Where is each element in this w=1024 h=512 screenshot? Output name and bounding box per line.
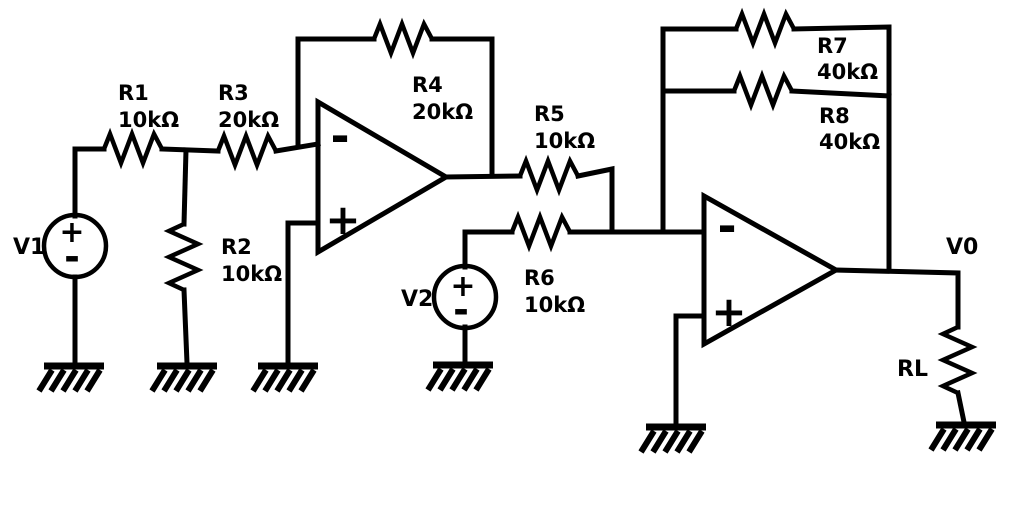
ground-symbol-opamp2 bbox=[641, 427, 706, 452]
r6-zigzag bbox=[509, 210, 572, 253]
r6-value: 10kΩ bbox=[524, 293, 585, 317]
opamp2-triangle bbox=[701, 191, 842, 349]
wire-r2-to-ground bbox=[181, 287, 190, 366]
r2-value: 10kΩ bbox=[221, 262, 282, 286]
r4-zigzag bbox=[371, 17, 434, 60]
r3-name: R3 bbox=[218, 81, 249, 105]
voltage-source-v2: V2 + - bbox=[401, 229, 515, 365]
v2-label: V2 bbox=[401, 287, 433, 312]
wire-rl-to-ground bbox=[955, 390, 967, 425]
wire-opamp1-plus-to-ground bbox=[285, 220, 321, 366]
rl-name: RL bbox=[897, 357, 928, 382]
wire-node-to-r2 bbox=[181, 147, 189, 227]
r8-value: 40kΩ bbox=[819, 130, 880, 154]
opamp2-noninverting-input-sign: + bbox=[711, 287, 746, 336]
r5-name: R5 bbox=[534, 102, 565, 126]
wire-opamp2-output bbox=[833, 267, 961, 330]
wire-r5-to-node bbox=[575, 165, 615, 235]
wire-v2-to-r6 bbox=[462, 229, 515, 270]
ground-symbol-opamp1 bbox=[253, 366, 318, 391]
r1-value: 10kΩ bbox=[118, 108, 179, 132]
opamp2-inverting-input-sign: - bbox=[717, 199, 736, 253]
wire-v1-to-r1 bbox=[72, 146, 107, 219]
resistor-r1: R1 10kΩ bbox=[101, 81, 179, 170]
r5-value: 10kΩ bbox=[534, 129, 595, 153]
r7-zigzag bbox=[733, 7, 796, 50]
r3-zigzag bbox=[215, 129, 278, 172]
v1-minus-sign: - bbox=[64, 235, 80, 279]
r4-value: 20kΩ bbox=[412, 100, 473, 124]
r7-value: 40kΩ bbox=[817, 60, 878, 84]
ground-symbol-v1 bbox=[39, 366, 104, 391]
resistor-r8: R8 40kΩ bbox=[660, 69, 892, 154]
v1-plus-sign: + bbox=[59, 215, 84, 250]
v1-label: V1 bbox=[13, 235, 45, 260]
wire-r7-to-output bbox=[791, 24, 892, 273]
r1-name: R1 bbox=[118, 81, 149, 105]
r3-value: 20kΩ bbox=[218, 108, 279, 132]
wire-r1-to-r3 bbox=[159, 146, 221, 154]
opamp1-triangle bbox=[315, 97, 451, 257]
v2-minus-sign: - bbox=[453, 288, 469, 332]
resistor-r2: R2 10kΩ bbox=[163, 147, 282, 366]
r2-name: R2 bbox=[221, 235, 252, 259]
wire-opamp2-plus-to-ground bbox=[673, 313, 707, 427]
r4-name: R4 bbox=[412, 73, 443, 97]
r8-name: R8 bbox=[819, 104, 850, 128]
r1-zigzag bbox=[101, 127, 164, 170]
resistor-r7: R7 40kΩ bbox=[660, 7, 892, 273]
opamp1-inverting-input-sign: - bbox=[330, 109, 349, 163]
ground-symbol-rl bbox=[931, 425, 996, 450]
resistor-rl: RL bbox=[897, 324, 978, 425]
wire-r8-to-output bbox=[789, 88, 892, 99]
wire-opamp1-output bbox=[443, 173, 523, 180]
ground-symbol-v2 bbox=[428, 365, 493, 390]
ground-symbol-r2 bbox=[152, 366, 217, 391]
wire-feedback-left-r4 bbox=[295, 36, 377, 150]
r7-name: R7 bbox=[817, 34, 848, 58]
resistor-r6: R6 10kΩ bbox=[509, 210, 585, 317]
resistor-r3: R3 20kΩ bbox=[215, 81, 279, 172]
opamp2: - + bbox=[673, 191, 842, 427]
r2-zigzag bbox=[163, 221, 204, 293]
r5-zigzag bbox=[517, 154, 580, 197]
r6-name: R6 bbox=[524, 266, 555, 290]
v2-plus-sign: + bbox=[450, 269, 475, 304]
resistor-r5: R5 10kΩ bbox=[517, 102, 615, 235]
v0-label: V0 bbox=[946, 235, 978, 260]
opamp1: - + bbox=[285, 97, 451, 366]
r8-zigzag bbox=[731, 69, 794, 112]
rl-zigzag bbox=[937, 324, 978, 396]
voltage-source-v1: V1 + - bbox=[13, 146, 109, 366]
opamp1-noninverting-input-sign: + bbox=[325, 195, 360, 244]
wire-r4-to-output bbox=[429, 36, 495, 179]
resistor-r4: R4 20kΩ bbox=[295, 17, 495, 179]
